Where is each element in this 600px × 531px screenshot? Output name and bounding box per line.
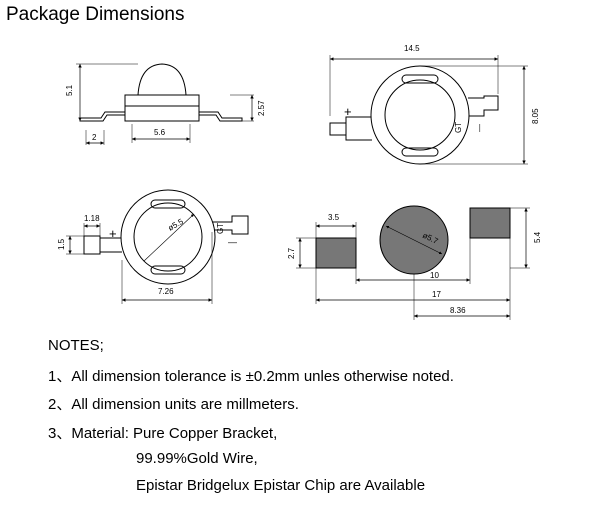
- side-lead-right: [199, 111, 243, 122]
- side-body: [124, 94, 200, 122]
- dim-pad-height: 2.7: [287, 247, 296, 259]
- note-1: 1、All dimension tolerance is ±0.2mm unle…: [48, 368, 454, 385]
- dim-pad-17: 17: [432, 290, 441, 299]
- bottom-outer-ring: [120, 189, 216, 285]
- top-view: [329, 55, 528, 165]
- dim-side-height: 5.1: [65, 84, 74, 96]
- bottom-lead-left: [83, 235, 122, 255]
- dim-pad-width: 3.5: [328, 213, 340, 222]
- pad-right: [469, 207, 511, 239]
- bottom-gt-mark: GT: [216, 223, 225, 234]
- bottom-lead-right: [212, 215, 249, 235]
- note-3-gold-wire: 99.99%Gold Wire,: [136, 450, 258, 467]
- dim-top-width: 14.5: [404, 44, 420, 53]
- bottom-view: [66, 189, 249, 304]
- dim-side-dome: 2.57: [257, 100, 266, 116]
- dim-bottom-width: 7.26: [158, 287, 174, 296]
- bottom-inner-lens: [133, 202, 203, 272]
- dim-top-height: 8.05: [531, 108, 540, 124]
- top-outer-ring: [370, 65, 470, 165]
- top-inner-lens: [384, 79, 456, 151]
- dim-bottom-lead-h: 1.5: [57, 238, 66, 250]
- top-lead-right: [468, 95, 499, 117]
- note-3: 3、Material: Pure Copper Bracket,: [48, 425, 278, 442]
- note-2: 2、All dimension units are millmeters.: [48, 396, 299, 413]
- side-view: [76, 63, 254, 145]
- side-dome: [137, 63, 187, 96]
- bottom-plus-mark: +: [109, 226, 117, 241]
- dim-pad-10: 10: [430, 271, 439, 280]
- note-3-chips: Epistar Bridgelux Epistar Chip are Avail…: [136, 477, 426, 494]
- top-gt-mark: GT: [454, 122, 463, 133]
- dim-side-lead: 2: [92, 133, 97, 142]
- pad-layout: [296, 205, 530, 320]
- top-lead-left: [329, 116, 372, 141]
- dim-pad-height-2: 5.4: [533, 231, 542, 243]
- dim-side-body: 5.6: [154, 128, 166, 137]
- notes-heading: NOTES;: [48, 337, 104, 354]
- top-minus-mark: —: [475, 124, 484, 132]
- side-lead-left: [79, 111, 125, 122]
- pad-left: [315, 237, 357, 269]
- top-plus-mark: +: [344, 104, 352, 119]
- page-title: Package Dimensions: [6, 4, 185, 25]
- bottom-minus-mark: —: [228, 237, 237, 247]
- dim-bottom-lead-w: 1.18: [84, 214, 100, 223]
- dim-pad-836: 8.36: [450, 306, 466, 315]
